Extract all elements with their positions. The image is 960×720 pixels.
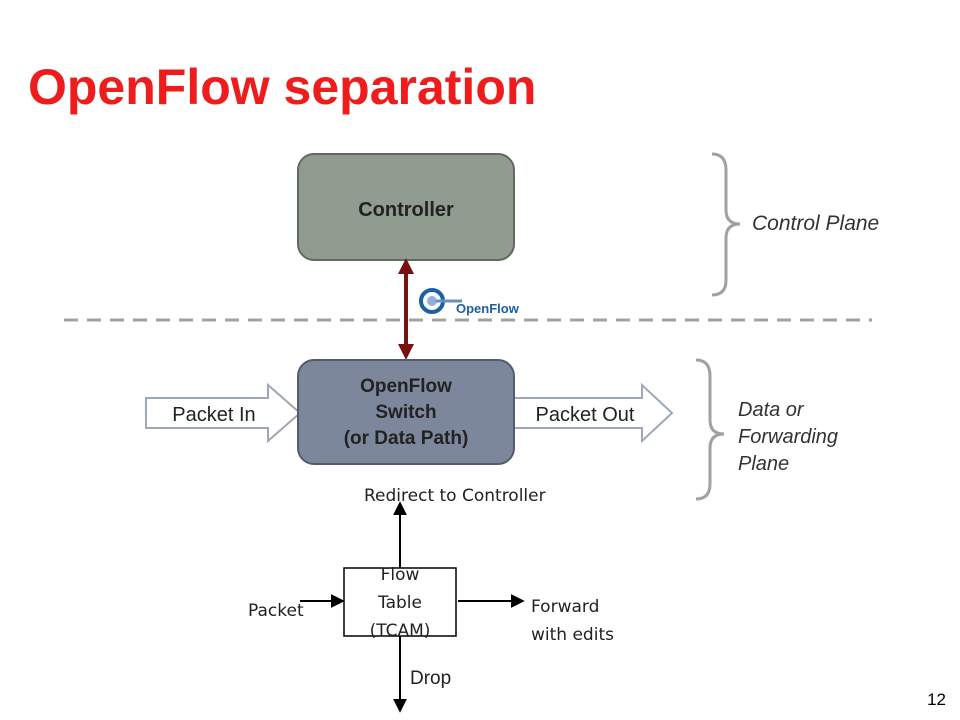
packet-out-arrow: Packet Out xyxy=(511,382,674,444)
controller-label: Controller xyxy=(358,199,454,221)
control-plane-brace xyxy=(711,152,741,297)
control-plane-label: Control Plane xyxy=(752,212,879,235)
packet-in-label: Packet In xyxy=(172,404,255,426)
switch-label-line2: Switch xyxy=(375,402,436,423)
switch-label-line1: OpenFlow xyxy=(360,376,452,397)
packet-out-label: Packet Out xyxy=(536,404,635,426)
forward-label-line2: with edits xyxy=(531,625,614,645)
data-plane-label-line3: Plane xyxy=(738,453,789,475)
openflow-switch-box: OpenFlow Switch (or Data Path) xyxy=(297,359,515,465)
flow-table-line2: Table xyxy=(377,593,422,613)
flow-table-line1: Flow xyxy=(381,565,420,585)
page-number: 12 xyxy=(927,690,946,709)
redirect-to-controller-label: Redirect to Controller xyxy=(364,486,546,506)
openflow-logo-text: OpenFlow xyxy=(456,301,520,316)
flow-table-box: Flow Table (TCAM) xyxy=(343,565,457,641)
flow-table-line3: (TCAM) xyxy=(370,621,431,641)
packet-input-label: Packet xyxy=(248,601,304,621)
data-plane-brace xyxy=(695,358,725,501)
switch-label-line3: (or Data Path) xyxy=(344,428,469,449)
data-plane-label-line1: Data or xyxy=(738,399,805,421)
openflow-logo-icon: OpenFlow xyxy=(419,288,520,316)
packet-in-arrow: Packet In xyxy=(145,382,302,444)
controller-box: Controller xyxy=(297,153,515,261)
data-plane-label-line2: Forwarding xyxy=(738,426,838,448)
drop-label: Drop xyxy=(410,668,451,689)
forward-label-line1: Forward xyxy=(531,597,599,617)
slide-title: OpenFlow separation xyxy=(28,59,537,115)
